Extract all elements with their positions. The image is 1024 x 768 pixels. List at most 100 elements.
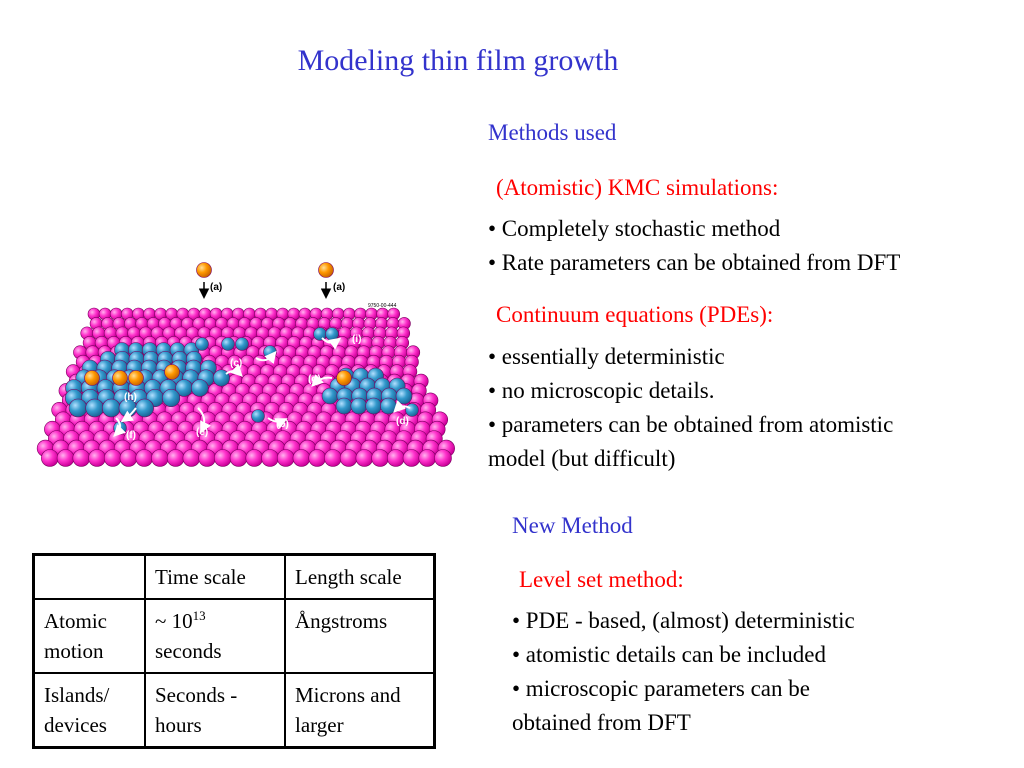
time-scale-cell: ~ 1013 seconds — [144, 598, 286, 674]
substrate-atom — [56, 449, 75, 467]
time-prefix: ~ 10 — [155, 609, 193, 633]
adatom-layer — [84, 262, 352, 386]
adatom — [164, 364, 180, 380]
adatom — [112, 370, 128, 386]
row-label: Atomic motion — [32, 598, 146, 674]
list-item: • parameters can be obtained from atomis… — [488, 412, 894, 437]
substrate-atom — [371, 449, 389, 467]
table-header-row: Time scale Length scale — [32, 553, 436, 600]
substrate-atom — [229, 449, 248, 467]
table-header-cell — [32, 553, 146, 600]
substrate-atom — [387, 449, 405, 467]
substrate-atom — [308, 449, 326, 467]
substrate-atom — [261, 449, 279, 467]
label-i: (i) — [352, 334, 361, 345]
scale-table: Time scale Length scale Atomic motion ~ … — [32, 553, 436, 749]
time-scale-cell: Seconds - hours — [144, 672, 286, 749]
kmc-bullet-list: • Completely stochastic method • Rate pa… — [488, 212, 900, 280]
island-atom — [195, 337, 209, 351]
adatom — [128, 370, 144, 386]
substrate-atom — [182, 449, 201, 467]
adatom — [318, 262, 334, 278]
substrate-atom — [72, 449, 91, 467]
label-a-right: (a) — [333, 282, 345, 293]
island-atom — [135, 398, 154, 418]
island-atom — [405, 403, 419, 417]
length-scale-cell: Ångstroms — [284, 598, 436, 674]
list-item: • no microscopic details. — [488, 378, 715, 403]
label-g: (g) — [308, 374, 321, 385]
table-header-cell: Length scale — [284, 553, 436, 600]
island-atom — [313, 327, 327, 341]
time-suffix: seconds — [155, 639, 222, 663]
island-atom — [85, 398, 104, 418]
process-arrows — [113, 282, 411, 437]
label-b: (b) — [276, 419, 289, 430]
row-label: Islands/ devices — [32, 672, 146, 749]
substrate-atom — [324, 449, 342, 467]
substrate-atom — [418, 449, 437, 467]
substrate-atom — [245, 449, 264, 467]
label-c: (c) — [230, 358, 242, 369]
list-item: obtained from DFT — [512, 710, 691, 735]
table-header-cell: Time scale — [144, 553, 286, 600]
list-item: model (but difficult) — [488, 446, 676, 471]
island-atom — [102, 398, 121, 418]
list-item: • essentially deterministic — [488, 344, 725, 369]
table-row: Islands/ devices Seconds - hours Microns… — [32, 672, 436, 749]
island-atom — [321, 387, 339, 405]
label-e: (e) — [196, 427, 208, 438]
island-atom — [380, 397, 397, 415]
thin-film-growth-diagram: (a) (a) 9750-00-444 (c) (i) (g) (h) (b) … — [36, 262, 455, 467]
substrate-atom — [339, 449, 358, 467]
list-item: • microscopic parameters can be — [512, 676, 810, 701]
island-atom — [212, 369, 230, 387]
page-title: Modeling thin film growth — [297, 44, 619, 77]
substrate-atom — [402, 449, 421, 467]
substrate-atom — [166, 449, 185, 467]
kmc-heading: (Atomistic) KMC simulations: — [496, 175, 779, 200]
island-atom — [350, 397, 368, 415]
island-atom — [221, 337, 235, 351]
label-h: (h) — [124, 392, 137, 403]
substrate-atom — [41, 449, 59, 467]
substrate-atom — [214, 449, 232, 467]
adatom — [196, 262, 212, 278]
island-atom — [263, 345, 277, 359]
island-atom — [395, 387, 413, 405]
level-set-bullet-list: • PDE - based, (almost) deterministic • … — [512, 604, 855, 740]
substrate-atom — [135, 449, 154, 467]
substrate-atom — [119, 449, 138, 467]
island-atom — [335, 397, 353, 415]
length-scale-cell: Microns and larger — [284, 672, 436, 749]
substrate-atom — [292, 449, 311, 467]
island-atom — [162, 388, 181, 408]
label-f: (f) — [126, 430, 136, 441]
list-item: • Rate parameters can be obtained from D… — [488, 250, 901, 275]
substrate-atom — [103, 449, 122, 467]
table-row: Atomic motion ~ 1013 seconds Ångstroms — [32, 598, 436, 674]
island-atom — [325, 327, 339, 341]
adatom — [336, 370, 352, 386]
island-atom — [68, 398, 88, 418]
substrate-atom — [355, 449, 374, 467]
continuum-bullet-list: • essentially deterministic • no microsc… — [488, 340, 893, 476]
level-set-heading: Level set method: — [519, 567, 684, 592]
substrate-atom — [434, 449, 452, 467]
list-item: • PDE - based, (almost) deterministic — [512, 608, 855, 633]
island-atom — [251, 409, 265, 423]
continuum-heading: Continuum equations (PDEs): — [496, 302, 774, 327]
label-code: 9750-00-444 — [368, 303, 397, 309]
time-exponent: 13 — [192, 608, 206, 623]
methods-heading: Methods used — [488, 120, 617, 145]
substrate-atom — [151, 449, 169, 467]
island-atom — [365, 397, 382, 415]
island-atom — [191, 379, 209, 397]
label-d: (d) — [396, 416, 409, 427]
substrate-atom — [276, 449, 295, 467]
adatom — [84, 370, 100, 386]
substrate-atom — [88, 449, 106, 467]
list-item: • atomistic details can be included — [512, 642, 826, 667]
new-method-heading: New Method — [512, 513, 633, 538]
island-atom — [235, 337, 249, 351]
